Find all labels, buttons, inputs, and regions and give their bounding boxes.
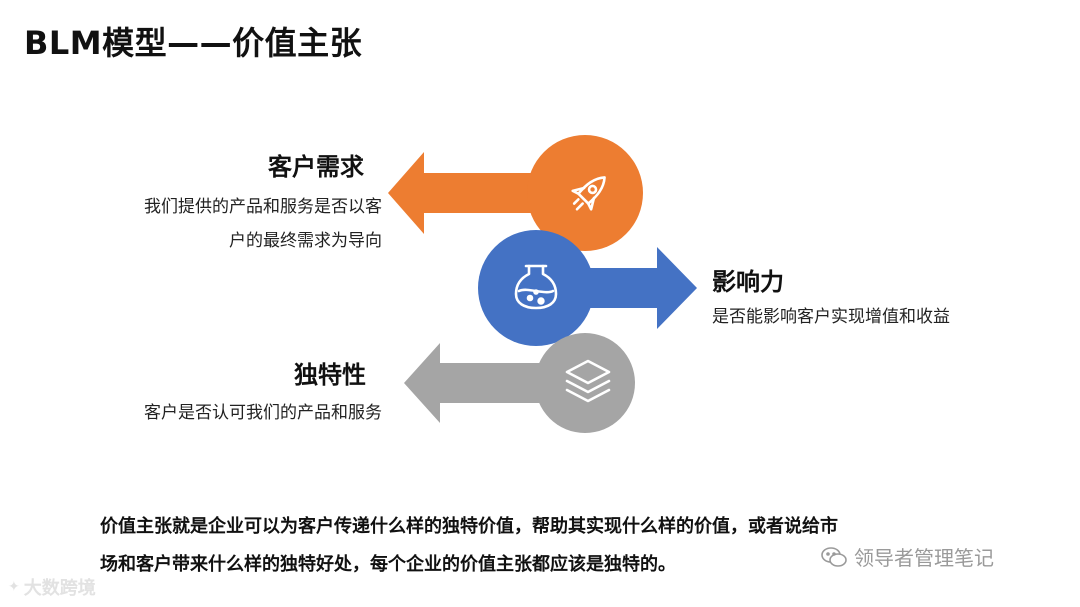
- watermark-brand: ✦ 大数跨境: [8, 574, 96, 600]
- summary-line-2: 场和客户带来什么样的独特好处，每个企业的价值主张都应该是独特的。: [100, 554, 676, 575]
- description-line: 户的最终需求为导向: [229, 231, 382, 251]
- heading-customer-needs: 客户需求: [268, 153, 364, 181]
- brand-logo-icon: ✦: [8, 579, 20, 595]
- summary-line-1: 价值主张就是企业可以为客户传递什么样的独特价值，帮助其实现什么样的价值，或者说给…: [100, 516, 838, 537]
- watermark-right-text: 领导者管理笔记: [854, 546, 994, 570]
- heading-uniqueness: 独特性: [294, 361, 366, 389]
- rocket-icon: [571, 176, 606, 211]
- arrow-influence: [478, 230, 697, 346]
- arrow-customer-needs: [388, 135, 643, 251]
- heading-influence: 影响力: [712, 268, 784, 296]
- arrow-uniqueness: [404, 333, 635, 433]
- flask-icon: [514, 264, 558, 310]
- description-customer-needs: 我们提供的产品和服务是否以客 户的最终需求为导向: [100, 190, 382, 258]
- layers-icon: [565, 359, 611, 403]
- page-title: BLM模型——价值主张: [24, 24, 363, 62]
- watermark-wechat: 领导者管理笔记: [820, 542, 994, 571]
- description-influence: 是否能影响客户实现增值和收益: [712, 300, 1032, 334]
- watermark-left-text: 大数跨境: [23, 578, 96, 599]
- wechat-icon: [821, 546, 847, 567]
- description-uniqueness: 客户是否认可我们的产品和服务: [100, 396, 382, 430]
- description-line: 客户是否认可我们的产品和服务: [144, 403, 382, 423]
- description-line: 是否能影响客户实现增值和收益: [712, 307, 950, 327]
- description-line: 我们提供的产品和服务是否以客: [144, 197, 382, 217]
- summary-text: 价值主张就是企业可以为客户传递什么样的独特价值，帮助其实现什么样的价值，或者说给…: [100, 508, 960, 584]
